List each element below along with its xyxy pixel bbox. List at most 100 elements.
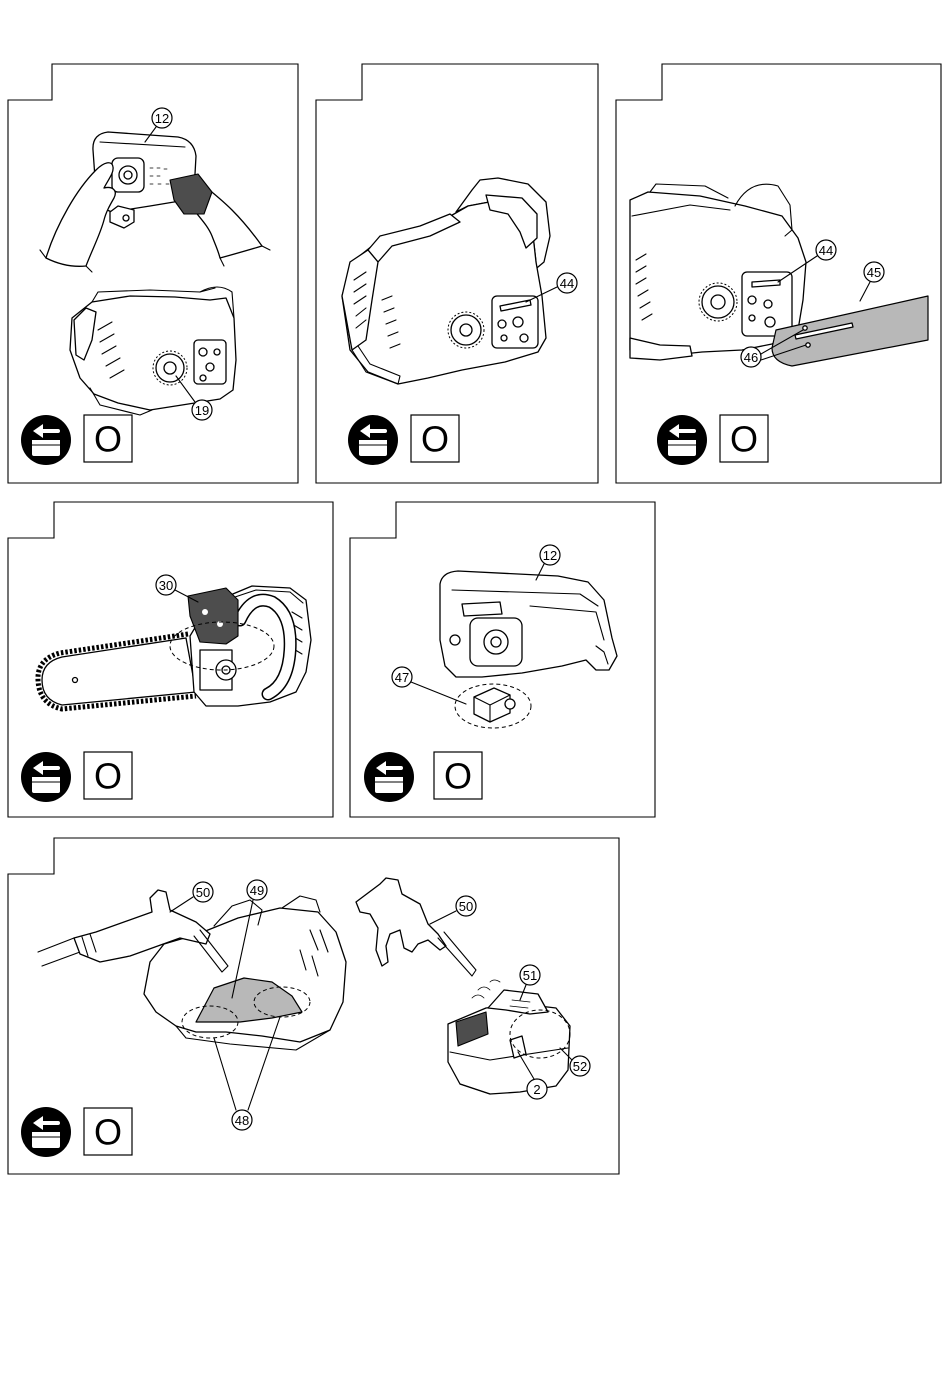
sprocket-cover <box>440 571 617 677</box>
bolt <box>199 348 207 356</box>
power-off-symbol: O <box>84 415 132 462</box>
callout-blower: 50 <box>193 882 213 902</box>
callout-bar-holes: 46 <box>741 347 761 367</box>
callout-battery-vent: 52 <box>570 1056 590 1076</box>
callout-battery: 2 <box>527 1079 547 1099</box>
cover-slot <box>462 602 502 616</box>
battery-remove-icon <box>348 415 398 465</box>
callout-number: 19 <box>195 403 209 418</box>
callout-guide-bar: 45 <box>864 262 884 282</box>
cleaning-cloth <box>170 174 212 214</box>
callout-number: 12 <box>155 111 169 126</box>
icon-battery <box>375 777 403 793</box>
leader-line <box>860 282 870 301</box>
bolt <box>498 320 506 328</box>
sprocket-cover-illustration <box>440 571 617 728</box>
power-off-symbol: O <box>720 415 768 462</box>
cover-bolt-hole <box>450 635 460 645</box>
callout-cover-nut: 47 <box>392 667 412 687</box>
figure-panel-4: 30 O <box>8 502 333 817</box>
callout-number: 49 <box>250 883 264 898</box>
bolt <box>501 335 507 341</box>
callout-number: 30 <box>159 578 173 593</box>
battery-pack <box>448 1004 570 1094</box>
power-off-symbol: O <box>434 752 482 799</box>
cover-lug <box>110 206 134 228</box>
icon-battery <box>359 440 387 456</box>
air-puffs <box>472 980 500 998</box>
callout-cover: 12 <box>540 545 560 565</box>
cover-nut-pin <box>505 699 515 709</box>
power-off-symbol: O <box>411 415 459 462</box>
battery-remove-icon <box>21 1107 71 1157</box>
bolt-plate <box>194 340 226 384</box>
callout-number: 44 <box>560 276 574 291</box>
cover-hole-inner <box>491 637 501 647</box>
cover-cleaning-illustration <box>40 132 270 272</box>
figure-panel-6: 50 49 48 50 51 52 2 <box>8 838 619 1174</box>
cover-hole-inner <box>124 171 132 179</box>
icon-battery <box>668 440 696 456</box>
callout-bar-stud: 44 <box>816 240 836 260</box>
bolt <box>765 317 775 327</box>
bolt <box>520 334 528 342</box>
callout-blower: 50 <box>456 896 476 916</box>
bar-hole <box>73 678 78 683</box>
bolt <box>513 317 523 327</box>
off-letter: O <box>94 1112 122 1153</box>
bolt <box>749 315 755 321</box>
sprocket-hub <box>164 362 176 374</box>
bar-hole <box>803 326 807 330</box>
off-letter: O <box>94 756 122 797</box>
icon-battery <box>32 440 60 456</box>
air-hose <box>38 938 80 966</box>
guide-bar <box>42 638 196 705</box>
sprocket-hub <box>711 295 725 309</box>
saw-body-illustration <box>342 178 550 384</box>
cover-hole <box>202 609 208 615</box>
figure-panel-2: 44 O <box>316 64 598 483</box>
figure-panel-5: 12 47 O <box>350 502 655 817</box>
callout-number: 44 <box>819 243 833 258</box>
saw-blowing-illustration <box>38 890 346 1050</box>
power-off-symbol: O <box>84 1108 132 1155</box>
callout-number: 52 <box>573 1059 587 1074</box>
callout-chain-cavity: 49 <box>247 880 267 900</box>
callout-bar-stud: 44 <box>557 273 577 293</box>
callout-chain-cover: 30 <box>156 575 176 595</box>
callout-number: 48 <box>235 1113 249 1128</box>
leader-line <box>411 682 466 704</box>
leader-line <box>170 897 193 912</box>
battery-remove-icon <box>21 415 71 465</box>
callout-cover: 12 <box>152 108 172 128</box>
off-letter: O <box>730 419 758 460</box>
cover-lug-pin <box>123 215 129 221</box>
callout-number: 2 <box>533 1082 540 1097</box>
bolt <box>200 375 206 381</box>
callout-number: 50 <box>196 885 210 900</box>
bar-stud-slot <box>752 280 780 287</box>
figure-panel-1: 12 19 O <box>8 64 298 483</box>
bolt <box>206 363 214 371</box>
sprocket-hub <box>460 324 472 336</box>
callout-number: 45 <box>867 265 881 280</box>
blower-nozzle <box>438 932 476 976</box>
chain-cover-illustration <box>38 586 311 709</box>
bolt <box>748 296 756 304</box>
callout-sprocket: 19 <box>192 400 212 420</box>
icon-battery <box>32 777 60 793</box>
callout-terminal: 51 <box>520 965 540 985</box>
battery-remove-icon <box>21 752 71 802</box>
bolt <box>214 349 220 355</box>
saw-clutch-side-illustration <box>70 287 236 415</box>
icon-battery <box>32 1132 60 1148</box>
callout-number: 47 <box>395 670 409 685</box>
callout-number: 12 <box>543 548 557 563</box>
figure-panel-3: 44 45 46 O <box>616 64 941 483</box>
battery-remove-icon <box>657 415 707 465</box>
bolt <box>764 300 772 308</box>
power-off-symbol: O <box>84 752 132 799</box>
off-letter: O <box>94 419 122 460</box>
